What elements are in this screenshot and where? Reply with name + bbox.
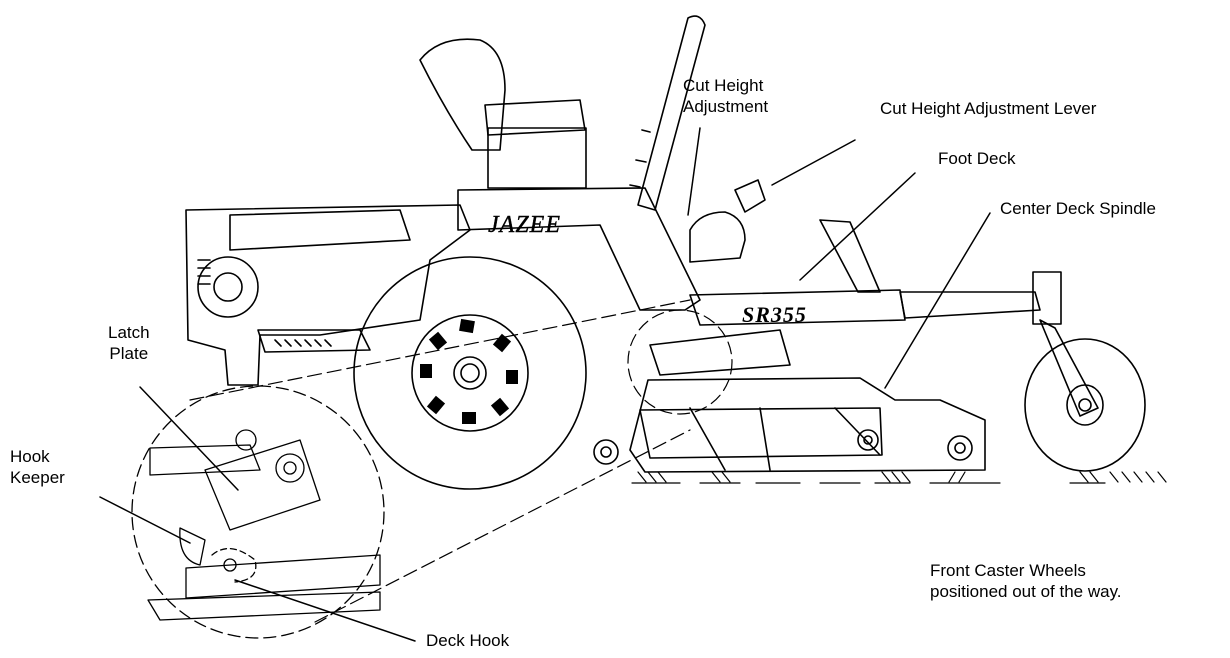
foot-rest-bar (819, 219, 881, 293)
rear-body (185, 204, 471, 386)
leader-latch (139, 386, 239, 491)
side-rail (689, 289, 906, 326)
drive-wheel (353, 256, 587, 490)
deck-lift (649, 329, 791, 376)
model-marking: SR355 (742, 302, 807, 327)
rear-wheel-hub (197, 256, 259, 318)
wheel-slots (420, 318, 518, 424)
label-latch-plate: Latch Plate (108, 323, 150, 363)
leader-cut-height (687, 127, 701, 216)
target-circle (627, 309, 733, 415)
hook-keeper-part (179, 527, 206, 566)
leader-deck-hook (234, 579, 416, 642)
frame (457, 187, 701, 311)
front-caster-wheel (1024, 338, 1146, 472)
label-cut-height-adjustment-lever: Cut Height Adjustment Lever (880, 99, 1097, 118)
label-foot-deck: Foot Deck (938, 149, 1016, 168)
label-hook-keeper: Hook Keeper (10, 447, 65, 487)
label-center-deck-spindle: Center Deck Spindle (1000, 199, 1156, 218)
leader-foot-deck (799, 172, 916, 281)
label-cut-height-adjustment: Cut Height Adjustment (683, 76, 769, 116)
inset-leader-lower (314, 429, 691, 623)
belt-cover (257, 329, 371, 353)
leader-spindle (884, 212, 991, 389)
brand-marking: JAZEE (488, 212, 561, 238)
deck-hook-part (211, 548, 257, 583)
ground-line (631, 471, 1167, 484)
label-front-caster-wheels: Front Caster Wheels positioned out of th… (930, 561, 1122, 601)
latch-plate-part (204, 439, 321, 531)
fuel-tank (487, 127, 587, 189)
callout-lines (99, 127, 991, 642)
control-arm (637, 15, 706, 211)
detail-inset (131, 385, 385, 639)
leader-hook-keeper (99, 496, 191, 544)
mower-deck (629, 377, 986, 473)
label-deck-hook: Deck Hook (426, 631, 510, 650)
inset-leader-upper (189, 299, 691, 401)
seat-cushion (484, 99, 586, 136)
leader-lever (771, 139, 856, 186)
caster-fork (1039, 319, 1099, 417)
seat-back (419, 38, 506, 151)
cut-height-lever (734, 179, 766, 213)
